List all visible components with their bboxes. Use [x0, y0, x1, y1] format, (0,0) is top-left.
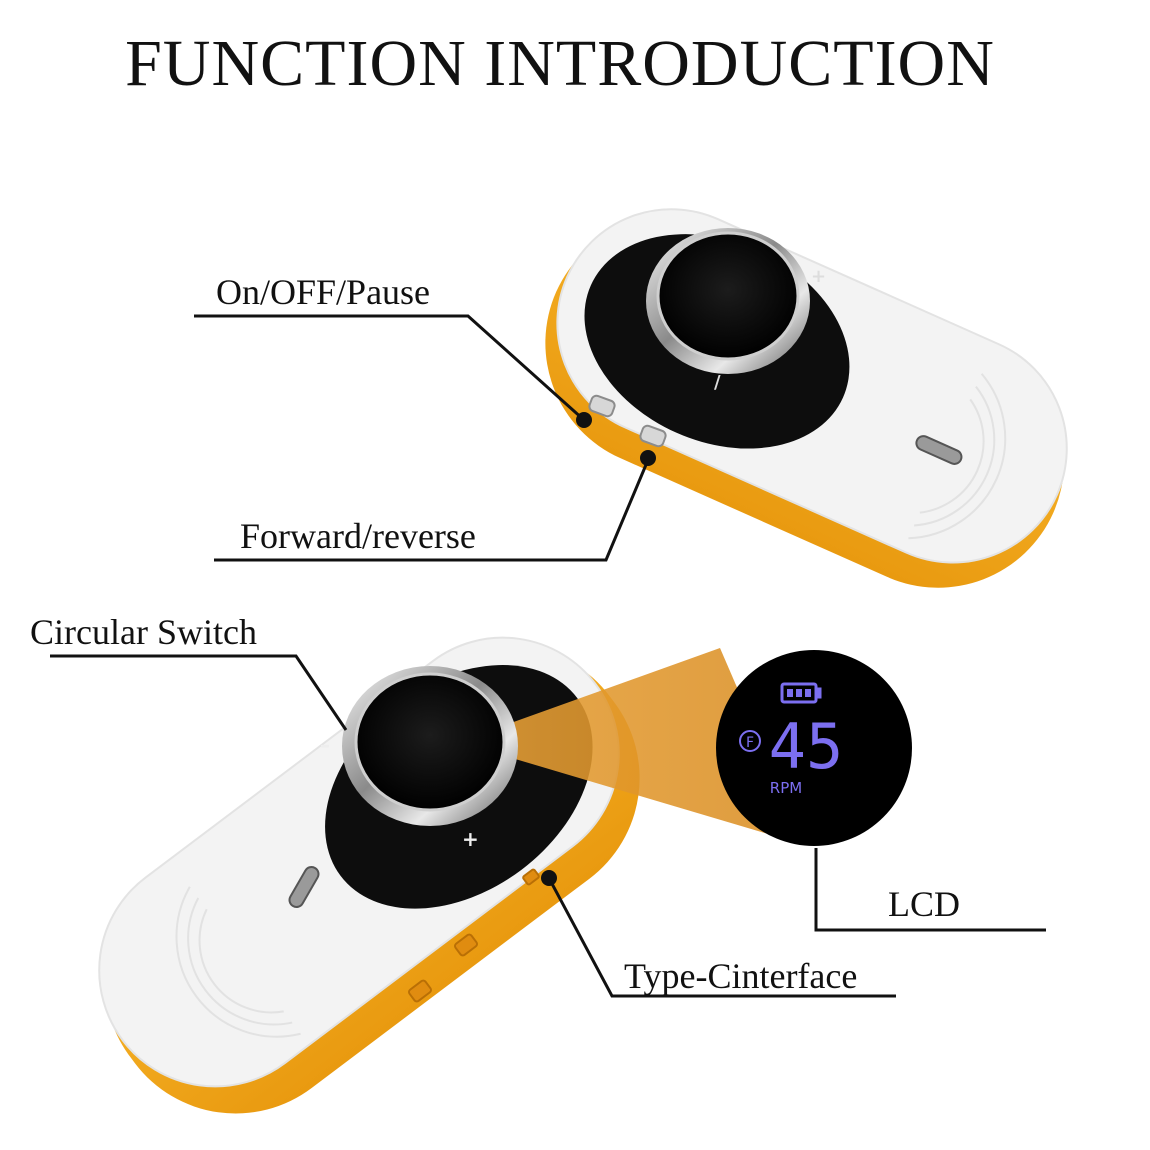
on-off-pause-button[interactable] — [588, 394, 616, 418]
lcd-circle — [716, 650, 912, 846]
forward-reverse-button[interactable] — [639, 424, 667, 448]
top-device-slot — [915, 435, 963, 465]
label-type-c-interface: Type-Cinterface — [624, 956, 858, 996]
lcd-speed-value: 45 — [769, 710, 844, 783]
callout-dot-on-off — [576, 412, 592, 428]
label-forward-reverse: Forward/reverse — [240, 516, 476, 556]
forward-mode-circle-icon — [739, 730, 761, 752]
callout-type-c — [548, 879, 896, 998]
callout-forward-reverse — [214, 459, 650, 562]
bottom-device-slot — [288, 866, 320, 908]
bottom-knob[interactable] — [342, 666, 518, 826]
top-dial-plus: + — [811, 266, 826, 287]
bottom-device — [98, 636, 640, 1114]
callout-on-off-pause — [194, 314, 586, 422]
lcd-magnify-beam — [458, 648, 805, 845]
bottom-device-ridges — [175, 886, 301, 1038]
callout-dot-type-c — [541, 870, 557, 886]
callout-circular-switch — [50, 654, 348, 731]
label-circular-switch: Circular Switch — [30, 612, 257, 652]
top-knob — [646, 228, 810, 374]
top-dial-minus: / — [714, 372, 721, 393]
bottom-dial-minus: – — [320, 733, 330, 757]
label-lcd: LCD — [888, 884, 960, 924]
battery-icon — [780, 682, 822, 704]
callout-dot-forward — [640, 450, 656, 466]
page-title: FUNCTION INTRODUCTION — [125, 27, 995, 100]
type-c-ports — [408, 868, 540, 1003]
bottom-dial-plus: + — [462, 827, 479, 851]
label-on-off-pause: On/OFF/Pause — [216, 272, 431, 312]
lcd-mode-symbol: F — [746, 735, 754, 751]
callout-lcd — [814, 848, 1046, 932]
lcd-unit: RPM — [770, 779, 802, 797]
top-device-ridges — [908, 373, 1007, 540]
